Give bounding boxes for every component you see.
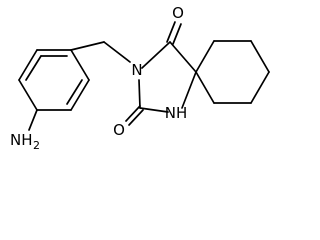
carbonyl-top-bond-2 <box>172 23 182 45</box>
cyclohexane-bond-6 <box>195 71 215 104</box>
amine-label-main: NH <box>10 131 33 149</box>
amine-bond <box>28 109 38 131</box>
benzene-bond-2 <box>70 49 90 81</box>
atom-label-amine: NH 2 <box>10 131 40 152</box>
cyclohexane-bond-3 <box>250 40 270 73</box>
cyclohexane-ring <box>195 40 270 104</box>
hydantoin-bond-n1-c2 <box>139 107 169 113</box>
hydantoin-bond-c2-n3 <box>138 79 141 109</box>
carbonyl-top-bond-1 <box>166 21 176 43</box>
benzene-bond-6 <box>18 49 38 81</box>
carbonyl-bottom-bond-2 <box>128 109 144 126</box>
benzene-double-bond-left <box>25 55 42 81</box>
hydantoin-bond-n3-c4 <box>141 41 171 69</box>
hydantoin-bond-c5-n1 <box>181 71 197 109</box>
carbonyl-bottom-bond-1 <box>125 105 141 122</box>
benzyl-bond-nitrogen <box>103 41 131 63</box>
cyclohexane-bond-1 <box>195 40 215 73</box>
atom-label-nitrogen-amide: NH <box>165 104 188 122</box>
benzene-ring <box>18 49 90 111</box>
benzene-bond-3 <box>70 79 90 111</box>
benzyl-bond-ring <box>70 41 105 51</box>
molecule-structure-diagram: O N O NH NH 2 <box>10 4 270 152</box>
cyclohexane-bond-4 <box>250 71 270 104</box>
atom-label-nitrogen-imide: N <box>131 61 142 79</box>
benzene-double-bond-right <box>66 79 83 105</box>
atom-label-oxygen-bottom: O <box>113 121 125 139</box>
hydantoin-bond-c4-c5 <box>169 41 197 73</box>
atom-label-oxygen-top: O <box>172 4 184 22</box>
hydantoin-ring <box>138 41 197 113</box>
benzene-bond-5 <box>18 79 38 111</box>
amine-label-subscript: 2 <box>33 139 40 152</box>
